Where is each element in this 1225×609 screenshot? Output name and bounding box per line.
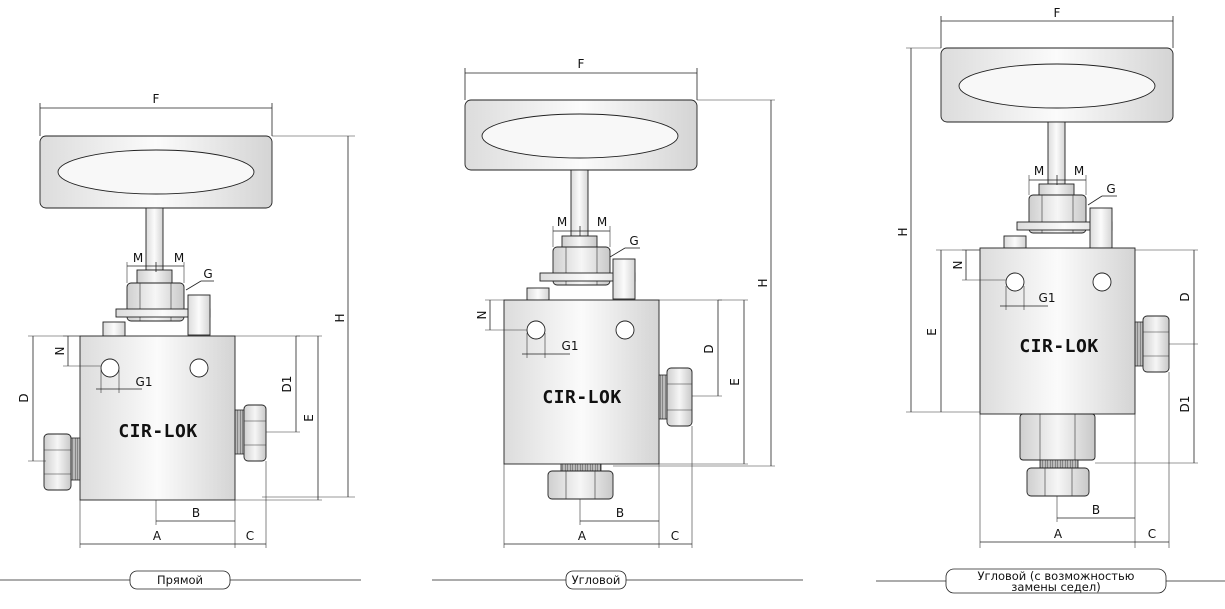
port-hole-right: [189, 358, 209, 378]
view-angle-replaceable: CIR-LOK F H M M G N G1: [876, 6, 1225, 594]
dim-G: G: [203, 267, 212, 281]
dim-G1: G1: [562, 339, 579, 353]
dim-G: G: [1106, 182, 1115, 196]
dim-D1: D1: [280, 376, 294, 393]
handle-recess: [481, 113, 679, 159]
dim-E: E: [302, 414, 316, 422]
right-fitting-nut: [1142, 315, 1170, 373]
dim-A: A: [578, 529, 587, 543]
brand-logo: CIR-LOK: [118, 421, 197, 442]
valve-body: [979, 247, 1136, 415]
dim-N: N: [475, 311, 489, 320]
dim-M-right: M: [174, 251, 184, 265]
dim-G: G: [629, 234, 638, 248]
seat-retainer: [1019, 413, 1096, 461]
view-angle: CIR-LOK F H M M G N G1: [432, 57, 803, 590]
caption-box-angle-replaceable: [945, 568, 1167, 594]
stem: [145, 207, 164, 271]
dim-D: D: [17, 393, 31, 402]
right-fitting-nut: [243, 404, 267, 462]
port-hole-left: [100, 358, 120, 378]
port-hole-right: [1092, 272, 1112, 292]
valve-body: [79, 335, 236, 501]
caption-angle: Угловой: [572, 573, 621, 587]
dim-B: B: [192, 506, 200, 520]
port-hole-right: [615, 320, 635, 340]
handle-recess: [958, 63, 1156, 109]
dim-C: C: [1148, 527, 1156, 541]
dim-M-right: M: [1074, 164, 1084, 178]
port-hole-left: [526, 320, 546, 340]
brand-logo: CIR-LOK: [1019, 336, 1098, 357]
packing-nut-top: [561, 235, 598, 249]
bottom-fitting-nut: [1026, 467, 1090, 497]
caption-box-straight: [129, 570, 231, 590]
dim-M-left: M: [133, 251, 143, 265]
left-fitting-nut: [43, 433, 72, 491]
dim-H: H: [333, 313, 347, 322]
right-fitting-nut: [666, 367, 693, 427]
dim-D: D: [1178, 292, 1192, 301]
dim-F: F: [153, 92, 160, 106]
caption-angle-replaceable-line2: замены седел): [1011, 580, 1100, 594]
caption-straight: Прямой: [157, 573, 203, 587]
dim-F: F: [578, 57, 585, 71]
dim-M-left: M: [1034, 164, 1044, 178]
dim-H: H: [756, 278, 770, 287]
dim-A: A: [153, 529, 162, 543]
dim-A: A: [1054, 527, 1063, 541]
dim-H: H: [896, 227, 910, 236]
dim-E: E: [728, 378, 742, 386]
dim-N: N: [951, 261, 965, 270]
valve-body: [503, 299, 660, 465]
packing-nut-top: [136, 269, 173, 285]
dim-C: C: [671, 529, 679, 543]
dim-B: B: [1092, 503, 1100, 517]
dim-E: E: [925, 328, 939, 336]
bottom-fitting-nut: [547, 470, 614, 500]
dim-G1: G1: [1039, 291, 1056, 305]
dim-C: C: [246, 529, 254, 543]
dim-D1: D1: [1178, 396, 1192, 413]
dim-D: D: [702, 344, 716, 353]
packing-nut-top: [1038, 183, 1075, 197]
caption-box-angle: [565, 570, 627, 590]
dim-G1: G1: [136, 375, 153, 389]
port-hole-left: [1005, 272, 1025, 292]
dim-B: B: [616, 506, 624, 520]
stem: [570, 169, 589, 237]
dim-F: F: [1054, 6, 1061, 20]
brand-logo: CIR-LOK: [542, 387, 621, 408]
stem: [1047, 121, 1066, 185]
handle-recess: [57, 149, 255, 195]
dim-M-right: M: [597, 215, 607, 229]
dim-M-left: M: [557, 215, 567, 229]
view-straight: CIR-LOK F H M M G N G1: [0, 92, 361, 590]
caption-angle-replaceable-line1: Угловой (с возможностью: [978, 569, 1135, 583]
dim-N: N: [53, 347, 67, 356]
